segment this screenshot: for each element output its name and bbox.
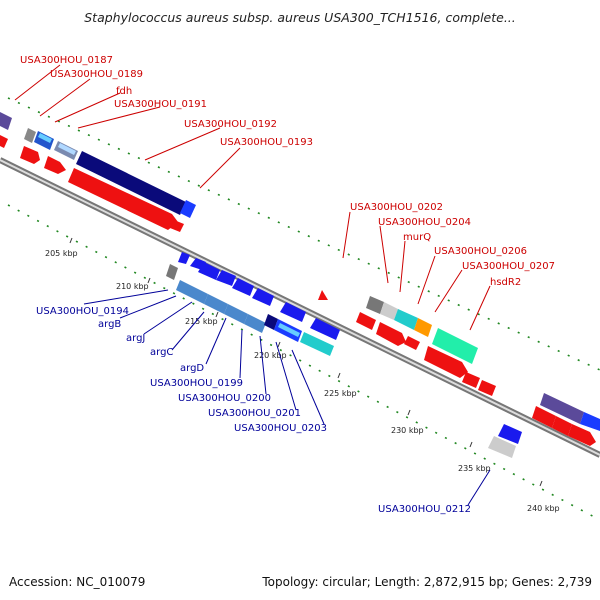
gene-feature [38, 133, 52, 143]
gene-feature [68, 168, 178, 230]
gene-feature [414, 318, 432, 337]
gene-feature [58, 143, 76, 155]
gene-feature [216, 270, 236, 286]
gene-feature [0, 112, 12, 130]
gene-feature [166, 264, 178, 280]
gene-feature [478, 380, 496, 396]
gene-feature [0, 135, 8, 148]
gene-feature [488, 436, 516, 458]
accession-text: Accession: NC_010079 [9, 575, 146, 589]
gene-feature [580, 412, 600, 431]
gene-feature [394, 309, 418, 330]
gene-feature [224, 304, 248, 324]
gene-feature [44, 156, 66, 174]
gene-feature [376, 322, 406, 346]
gene-label[interactable]: USA300HOU_0192 [184, 119, 277, 130]
gene-label[interactable]: USA300HOU_0191 [114, 99, 207, 110]
gene-label[interactable]: USA300HOU_0201 [208, 408, 301, 419]
gene-feature [532, 406, 556, 428]
gene-feature [176, 280, 208, 304]
gene-feature [356, 312, 376, 330]
tick-label: 220 kbp [254, 351, 287, 360]
gene-feature [300, 332, 334, 356]
gene-feature [540, 393, 584, 424]
gene-label[interactable]: USA300HOU_0203 [234, 423, 327, 434]
gene-feature [432, 328, 478, 364]
forward-genes[interactable] [0, 112, 600, 446]
gene-feature [278, 323, 300, 337]
gene-feature [180, 200, 196, 218]
gene-feature [424, 346, 468, 378]
gene-feature [498, 424, 522, 444]
gene-feature [318, 290, 328, 300]
gene-feature [20, 146, 40, 164]
gene-label[interactable]: argJ [126, 333, 145, 344]
forward-labels: USA300HOU_0187 USA300HOU_0189 fdh USA300… [20, 55, 555, 288]
gene-label[interactable]: argC [150, 347, 173, 358]
gene-feature [24, 128, 36, 143]
gene-feature [170, 220, 184, 232]
gene-feature [462, 372, 480, 388]
inner-dotted-ring [7, 204, 600, 521]
gene-label[interactable]: argB [98, 319, 121, 330]
tick-marks [69, 237, 543, 487]
gene-feature [404, 336, 420, 350]
gene-label[interactable]: fdh [116, 86, 132, 97]
gene-label[interactable]: USA300HOU_0199 [150, 378, 243, 389]
tick-label: 240 kbp [527, 504, 560, 513]
genome-backbone [0, 157, 600, 458]
gene-feature [232, 278, 254, 296]
gene-feature [552, 416, 572, 436]
gene-feature [366, 296, 384, 314]
map-title: Staphylococcus aureus subsp. aureus USA3… [84, 10, 516, 25]
tick-label: 235 kbp [458, 464, 491, 473]
gene-label[interactable]: USA300HOU_0189 [50, 69, 143, 80]
gene-feature [198, 262, 220, 280]
gene-label[interactable]: USA300HOU_0206 [434, 246, 527, 257]
gene-label[interactable]: USA300HOU_0194 [36, 306, 129, 317]
tick-label: 205 kbp [45, 249, 78, 258]
reverse-leader-lines [83, 289, 491, 506]
gene-label[interactable]: hsdR2 [490, 277, 521, 288]
tick-label: 230 kbp [391, 426, 424, 435]
genome-stats-text: Topology: circular; Length: 2,872,915 bp… [262, 575, 592, 589]
gene-feature [280, 302, 306, 322]
tick-label: 215 kbp [185, 317, 218, 326]
gene-feature [244, 314, 266, 333]
gene-label[interactable]: USA300HOU_0187 [20, 55, 113, 66]
gene-label[interactable]: USA300HOU_0200 [178, 393, 271, 404]
gene-label[interactable]: argD [180, 363, 204, 374]
gene-feature [204, 294, 228, 314]
tick-label: 210 kbp [116, 282, 149, 291]
gene-feature [76, 151, 186, 215]
gene-label[interactable]: USA300HOU_0212 [378, 504, 471, 515]
forward-leader-lines [14, 64, 491, 331]
gene-label[interactable]: USA300HOU_0193 [220, 137, 313, 148]
gene-feature [310, 318, 340, 340]
gene-feature [252, 288, 274, 306]
gene-feature [178, 252, 190, 264]
tick-label: 225 kbp [324, 389, 357, 398]
tick-labels: 205 kbp 210 kbp 215 kbp 220 kbp 225 kbp … [45, 249, 560, 513]
gene-feature [380, 302, 398, 320]
gene-feature [264, 314, 278, 330]
gene-label[interactable]: USA300HOU_0204 [378, 217, 471, 228]
gene-label[interactable]: murQ [403, 232, 431, 243]
reverse-labels: USA300HOU_0194 argB argJ argC argD USA30… [36, 306, 471, 515]
reverse-genes[interactable] [166, 252, 522, 458]
gene-label[interactable]: USA300HOU_0207 [462, 261, 555, 272]
gene-label[interactable]: USA300HOU_0202 [350, 202, 443, 213]
gene-feature [568, 424, 596, 446]
